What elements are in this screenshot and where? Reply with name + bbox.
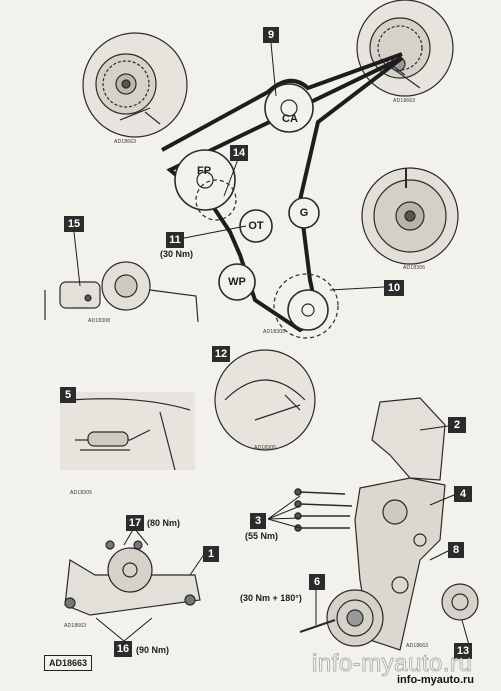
torque-17: (80 Nm) [147, 518, 181, 528]
ref-6: AD18305 [254, 445, 277, 451]
crank-sprocket-13 [441, 583, 479, 621]
callout-6: 6 [309, 574, 325, 590]
ref-1: AD18663 [114, 139, 137, 145]
ot-pulley [239, 209, 273, 243]
ref-4: AD18308 [88, 318, 111, 324]
ref-2: AD18663 [393, 98, 416, 104]
wp-pulley [218, 263, 256, 301]
callout-11: 11 [166, 232, 184, 248]
label-fp: FP [196, 165, 212, 177]
bolts-3 [294, 488, 353, 532]
engine-mount [64, 540, 201, 616]
callout-1: 1 [203, 546, 219, 562]
ref-8: AD18663 [64, 623, 87, 629]
ref-5: AD18305 [263, 329, 286, 335]
bolt-6 [299, 619, 336, 633]
callout-5: 5 [60, 387, 76, 403]
callout-8: 8 [448, 542, 464, 558]
tensioner-inset [44, 261, 199, 323]
label-ot: OT [248, 220, 264, 232]
watermark-small: info-myauto.ru [397, 674, 474, 686]
callout-10: 10 [384, 280, 404, 296]
callout-2: 2 [448, 417, 466, 433]
torque-16: (90 Nm) [136, 645, 170, 655]
callout-9: 9 [263, 27, 279, 43]
ref-3: AD18306 [403, 265, 426, 271]
figure-id: AD18663 [44, 655, 93, 671]
callout-16: 16 [114, 641, 132, 657]
fp-pulley [174, 149, 236, 211]
callout-14: 14 [230, 145, 248, 161]
callout-13: 13 [454, 643, 472, 659]
callout-17: 17 [126, 515, 144, 531]
ref-7: AD18305 [70, 490, 93, 496]
watermark-main: info-myauto.ru [311, 650, 473, 678]
label-g: G [299, 207, 309, 219]
crank-pulley-inset [361, 167, 459, 265]
ref-9: AD18663 [406, 643, 429, 649]
g-pulley [288, 197, 320, 229]
crank-pulley [287, 289, 329, 331]
callout-15: 15 [64, 216, 84, 232]
label-wp: WP [228, 276, 246, 288]
callout-3: 3 [250, 513, 266, 529]
torque-11: (30 Nm) [160, 249, 194, 259]
callout-12: 12 [212, 346, 230, 362]
detail-inset-12 [214, 349, 316, 451]
detail-inset-5 [60, 392, 195, 471]
fuel-pump-sprocket-inset [82, 32, 188, 138]
torque-3: (55 Nm) [245, 531, 279, 541]
callout-4: 4 [454, 486, 472, 502]
torque-6: (30 Nm + 180°) [240, 593, 302, 603]
ca-pulley [264, 83, 314, 133]
label-ca: CA [282, 113, 298, 125]
